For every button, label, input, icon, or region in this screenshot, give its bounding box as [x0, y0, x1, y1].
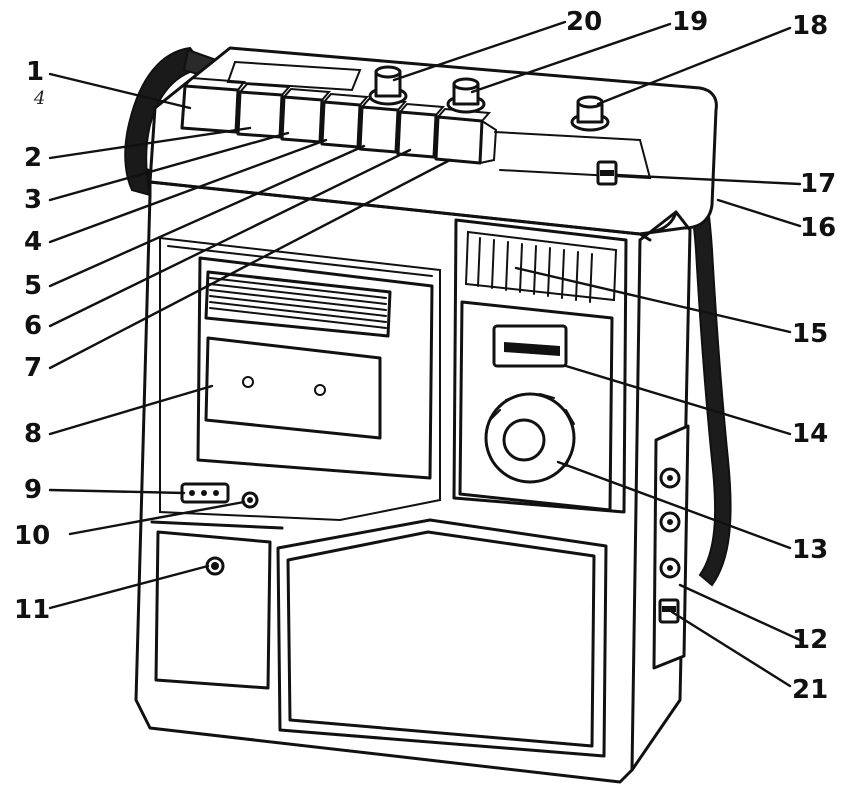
piano-key-2[interactable] [236, 82, 292, 139]
leader-lines [48, 20, 802, 688]
callout-18: 18 [792, 11, 828, 41]
callout-19: 19 [672, 7, 708, 37]
socket-12a[interactable] [659, 467, 681, 489]
tuner-panel [452, 218, 628, 514]
callout-15: 15 [792, 319, 828, 349]
callout-3: 3 [24, 185, 42, 215]
callout-14: 14 [792, 419, 828, 449]
top-knob-19[interactable] [446, 77, 486, 114]
callout-16: 16 [800, 213, 836, 243]
callout-8: 8 [24, 419, 42, 449]
lower-left-compartment [150, 520, 284, 690]
callout-7: 7 [24, 353, 42, 383]
piano-key-4[interactable] [320, 92, 370, 149]
callout-10: 10 [14, 521, 50, 551]
carrying-strap-left [124, 46, 224, 197]
callout-5: 5 [24, 271, 42, 301]
battery-compartment [276, 518, 608, 758]
callout-4: 4 [24, 227, 42, 257]
counter-reset-button-10[interactable] [241, 491, 259, 509]
corner-mark: 4 [33, 88, 45, 109]
callout-13: 13 [792, 535, 828, 565]
callout-1: 1 [26, 57, 44, 87]
callout-21: 21 [792, 675, 828, 705]
callout-11: 11 [14, 595, 50, 625]
top-knob-18[interactable] [570, 95, 610, 132]
speaker-grille-15 [464, 230, 618, 303]
socket-12b[interactable] [659, 511, 681, 533]
piano-key-1[interactable] [180, 76, 246, 134]
cassette-window-grille [209, 277, 387, 329]
callout-9: 9 [24, 475, 42, 505]
level-meter-14 [492, 324, 568, 368]
tuning-dial-13[interactable] [484, 392, 576, 484]
side-switch-21[interactable] [658, 598, 680, 624]
callout-labels: 1 2 3 4 5 6 7 8 9 10 11 12 13 14 15 16 1… [14, 7, 836, 705]
case-front [134, 193, 692, 784]
tape-counter-9 [180, 482, 230, 504]
piano-key-5[interactable] [358, 97, 408, 154]
side-socket-panel [652, 424, 690, 670]
callout-17: 17 [800, 169, 836, 199]
callout-2: 2 [24, 143, 42, 173]
cassette-compartment [196, 256, 434, 480]
callout-12: 12 [792, 625, 828, 655]
socket-12c[interactable] [659, 557, 681, 579]
top-knob-20[interactable] [368, 65, 408, 106]
piano-key-row [180, 76, 498, 165]
callout-6: 6 [24, 311, 42, 341]
piano-key-6[interactable] [396, 102, 446, 159]
battery-screw-11[interactable] [205, 556, 225, 576]
callout-20: 20 [566, 7, 602, 37]
slide-switch-17[interactable] [596, 160, 618, 186]
